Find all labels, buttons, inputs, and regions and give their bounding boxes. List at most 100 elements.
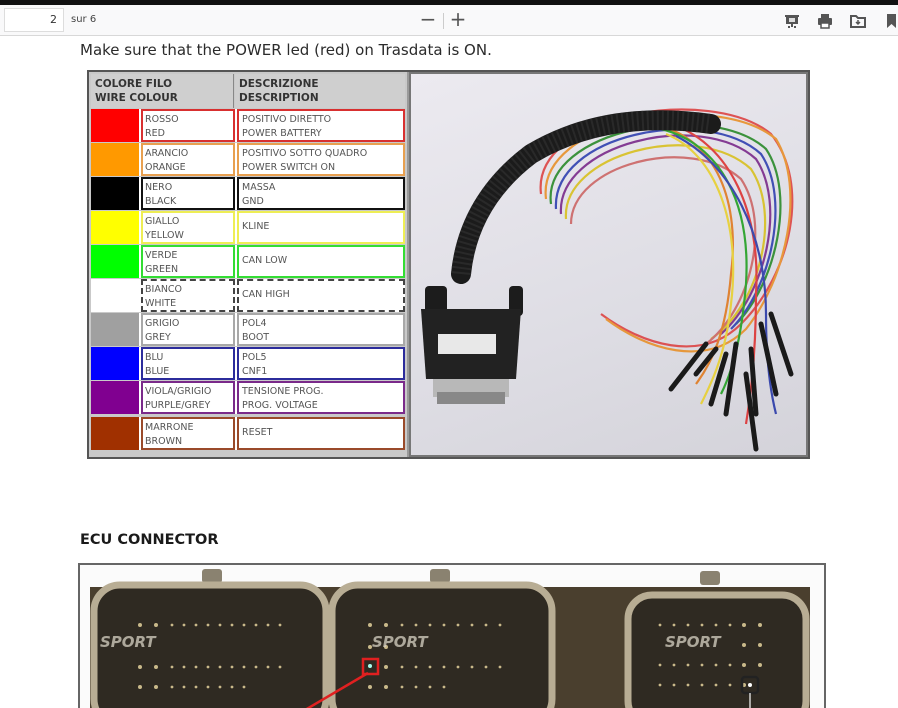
wire-colour-name: ARANCIO ORANGE [141, 143, 235, 176]
wire-colour-swatch [91, 177, 139, 210]
wire-colour-swatch [91, 245, 139, 278]
wire-colour-name: VERDE GREEN [141, 245, 235, 278]
wire-colour-swatch [91, 143, 139, 176]
wire-description-line1: MASSA [242, 182, 276, 193]
header-col2-en: DESCRIPTION [239, 92, 319, 104]
wire-colour-name: NERO BLACK [141, 177, 235, 210]
wire-colour-swatch [91, 211, 139, 244]
wire-description-line2: BOOT [242, 332, 270, 343]
wire-description: TENSIONE PROG. PROG. VOLTAGE [237, 381, 405, 414]
wire-description-line1: POL4 [242, 318, 267, 329]
wire-colour-italian: GRIGIO [145, 318, 180, 329]
zoom-out-button[interactable]: − [419, 7, 437, 31]
wire-colour-italian: BLU [145, 352, 164, 363]
wire-description-line1: POL5 [242, 352, 267, 363]
wire-colour-italian: NERO [145, 182, 173, 193]
wire-colour-english: WHITE [145, 298, 177, 309]
wire-description-line2: POWER SWITCH ON [242, 162, 336, 173]
wire-colour-swatch [91, 417, 139, 450]
wire-row: NERO BLACK MASSA GND [91, 177, 405, 210]
wire-description-line2: CNF1 [242, 366, 268, 377]
wire-row: BIANCO WHITE CAN HIGH [91, 279, 405, 312]
instruction-text: Make sure that the POWER led (red) on Tr… [80, 41, 492, 59]
wire-colour-italian: ROSSO [145, 114, 179, 125]
wire-colour-english: PURPLE/GREY [145, 400, 211, 411]
header-col1-en: WIRE COLOUR [95, 92, 178, 104]
wire-colour-english: BLUE [145, 366, 170, 377]
header-description: DESCRIZIONE DESCRIPTION [235, 74, 405, 108]
wire-description: POSITIVO SOTTO QUADRO POWER SWITCH ON [237, 143, 405, 176]
presentation-icon[interactable] [784, 13, 800, 29]
obd-cable-photo [409, 72, 808, 457]
wire-description-line1: KLINE [242, 221, 270, 232]
wire-colour-english: BROWN [145, 436, 183, 447]
wire-row: MARRONE BROWN RESET [91, 417, 405, 450]
wire-description: MASSA GND [237, 177, 405, 210]
wire-description-line1: TENSIONE PROG. [242, 386, 324, 397]
page-total-label: sur 6 [71, 14, 97, 25]
wire-description: CAN HIGH [237, 279, 405, 312]
wire-colour-english: RED [145, 128, 165, 139]
wire-colour-name: GRIGIO GREY [141, 313, 235, 346]
svg-text:SPORT: SPORT [100, 633, 157, 651]
ecu-connector-photo: SPORT SPORT SPORT [78, 563, 826, 708]
wire-colour-swatch [91, 381, 139, 414]
header-col1-it: COLORE FILO [95, 78, 173, 90]
wire-colour-name: BLU BLUE [141, 347, 235, 380]
wire-description-line2: POWER BATTERY [242, 128, 322, 139]
save-icon[interactable] [850, 13, 866, 29]
wire-description-line2: GND [242, 196, 264, 207]
wire-colour-figure: COLORE FILO WIRE COLOUR DESCRIZIONE DESC… [87, 70, 810, 459]
pdf-toolbar: 2 sur 6 − + [0, 5, 898, 36]
wire-colour-english: BLACK [145, 196, 177, 207]
wire-colour-english: ORANGE [145, 162, 186, 173]
wire-colour-english: GREY [145, 332, 171, 343]
wire-description-line1: POSITIVO DIRETTO [242, 114, 332, 125]
wire-colour-italian: ARANCIO [145, 148, 189, 159]
svg-text:SPORT: SPORT [372, 633, 429, 651]
print-icon[interactable] [817, 13, 833, 29]
page-number-input[interactable]: 2 [4, 8, 64, 32]
wire-description-line1: CAN LOW [242, 255, 288, 266]
wire-row: VIOLA/GRIGIO PURPLE/GREY TENSIONE PROG. PRO… [91, 381, 405, 414]
wire-colour-name: MARRONE BROWN [141, 417, 235, 450]
wire-colour-swatch [91, 109, 139, 142]
header-wire-colour: COLORE FILO WIRE COLOUR [91, 74, 234, 108]
wire-colour-italian: GIALLO [145, 216, 180, 227]
wire-colour-name: GIALLO YELLOW [141, 211, 235, 244]
wire-description-line1: CAN HIGH [242, 289, 290, 300]
wire-description: KLINE [237, 211, 405, 244]
wire-colour-swatch [91, 313, 139, 346]
wire-row: VERDE GREEN CAN LOW [91, 245, 405, 278]
zoom-separator [443, 13, 444, 29]
wire-colour-english: YELLOW [145, 230, 184, 241]
wire-description-line1: POSITIVO SOTTO QUADRO [242, 148, 368, 159]
wire-description-line1: RESET [242, 427, 273, 438]
wire-colour-swatch [91, 347, 139, 380]
wire-colour-table: COLORE FILO WIRE COLOUR DESCRIZIONE DESC… [89, 72, 407, 457]
wire-colour-italian: VIOLA/GRIGIO [145, 386, 212, 397]
wire-row: ARANCIO ORANGE POSITIVO SOTTO QUADRO POWER … [91, 143, 405, 176]
bookmark-icon[interactable] [884, 13, 898, 29]
wire-colour-swatch [91, 279, 139, 312]
header-col2-it: DESCRIZIONE [239, 78, 319, 90]
zoom-in-button[interactable]: + [449, 7, 467, 31]
wire-description: POSITIVO DIRETTO POWER BATTERY [237, 109, 405, 142]
wire-description: RESET [237, 417, 405, 450]
wire-colour-italian: VERDE [145, 250, 178, 261]
ecu-connector-heading: ECU CONNECTOR [80, 532, 219, 548]
wire-colour-name: VIOLA/GRIGIO PURPLE/GREY [141, 381, 235, 414]
window-top-edge [0, 0, 898, 5]
wire-colour-english: GREEN [145, 264, 179, 275]
wire-row: ROSSO RED POSITIVO DIRETTO POWER BATTERY [91, 109, 405, 142]
wire-description-line2: PROG. VOLTAGE [242, 400, 318, 411]
wire-colour-name: BIANCO WHITE [141, 279, 235, 312]
wire-row: GIALLO YELLOW KLINE [91, 211, 405, 244]
wire-colour-italian: MARRONE [145, 422, 194, 433]
wire-colour-italian: BIANCO [145, 284, 183, 295]
wire-colour-name: ROSSO RED [141, 109, 235, 142]
